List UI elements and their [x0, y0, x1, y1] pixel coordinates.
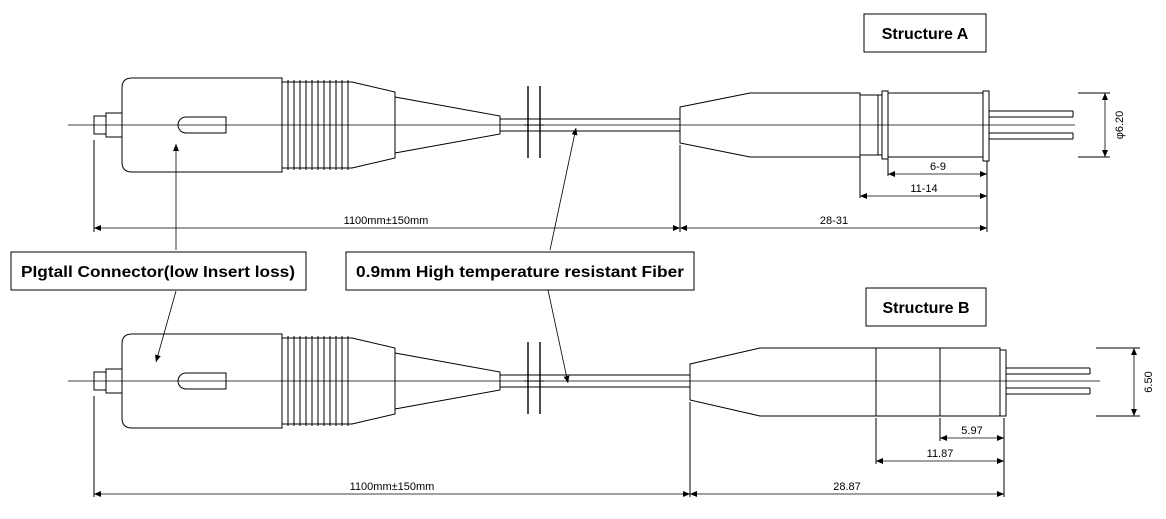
structure-b-connector-slot — [177, 372, 227, 390]
structure-b-title-box: Structure B — [865, 287, 987, 327]
structure-a-dimensions — [94, 93, 1108, 231]
structure-b-dim-inner-1: 5.97 — [961, 425, 982, 437]
connector-callout-label: PIgtall Connector(low Insert loss) — [21, 264, 295, 281]
structure-b-dim-body-length: 28.87 — [833, 481, 861, 493]
structure-a-boot — [394, 96, 501, 154]
structure-b-dim-inner-2: 11.87 — [927, 448, 954, 460]
structure-b-drawing — [68, 333, 1140, 497]
structure-b-dim-fiber-length: 1100mm±150mm — [350, 481, 435, 493]
structure-a-dim-inner-1: 6-9 — [930, 161, 946, 173]
structure-b-device-housing — [689, 347, 1001, 417]
structure-a-drawing — [68, 77, 1110, 232]
structure-b-connector-body — [121, 333, 283, 429]
connector-leader-b — [155, 290, 177, 363]
structure-b-header — [999, 349, 1007, 417]
structure-a-dim-inner-2: 11-14 — [910, 183, 937, 195]
connector-callout-box: PIgtall Connector(low Insert loss) — [10, 251, 307, 291]
fiber-leader-b — [547, 289, 570, 384]
structure-a-dim-body-length: 28-31 — [820, 215, 848, 227]
structure-a-header — [982, 90, 990, 162]
structure-b-boot — [394, 352, 501, 410]
fiber-callout-box: 0.9mm High temperature resistant Fiber — [345, 251, 695, 291]
callout-leaders — [155, 127, 578, 384]
structure-a-ribbed-sleeve — [282, 80, 396, 170]
structure-b-ribbed-sleeve — [282, 336, 396, 426]
structure-a-connector-slot — [177, 116, 227, 134]
structure-a-dim-fiber-length: 1100mm±150mm — [344, 215, 429, 227]
structure-a-dim-diameter: φ6.20 — [1114, 111, 1126, 140]
structure-a-connector-body — [121, 77, 283, 173]
structure-a-title-box: Structure A — [863, 13, 987, 53]
structure-a-title: Structure A — [882, 26, 969, 43]
fiber-leader-a — [549, 127, 578, 251]
structure-b-dimensions — [94, 348, 1137, 497]
fiber-callout-label: 0.9mm High temperature resistant Fiber — [356, 264, 684, 281]
structure-b-dim-diameter: 6.50 — [1143, 371, 1155, 392]
structure-b-title: Structure B — [882, 300, 969, 317]
